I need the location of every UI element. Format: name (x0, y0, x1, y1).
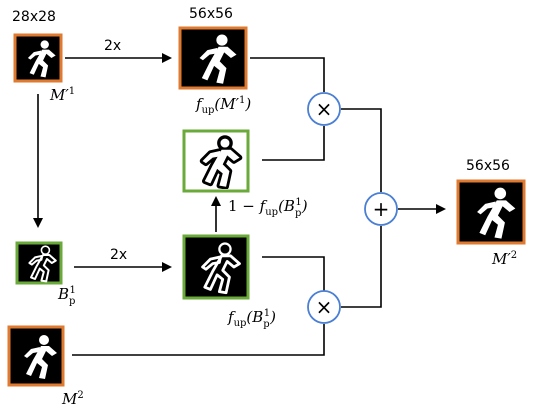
label-one-minus-fup-b: 1 − fup(Bp1) (228, 197, 308, 219)
multiply-op-top: × (307, 92, 341, 126)
thumb-inverse-mask (182, 129, 250, 193)
svg-text:×: × (316, 295, 333, 319)
svg-text:×: × (316, 97, 333, 121)
line-top-to-mult (250, 57, 325, 92)
label-fup-b: fup(Bp1) (227, 308, 276, 330)
line-inverse-to-mult (262, 126, 325, 161)
thumb-b-p1 (15, 241, 63, 285)
line-fupb-to-mult (262, 256, 325, 291)
add-op: + (364, 192, 398, 226)
label-fup-m1: fup(M′1) (195, 95, 251, 116)
size-label-56-out: 56x56 (466, 158, 510, 174)
line-mult-bottom-to-add (341, 226, 382, 308)
thumb-m2 (7, 325, 65, 387)
connectors (33, 53, 446, 356)
thumb-m1 (13, 33, 63, 83)
size-label-56-top: 56x56 (189, 6, 233, 22)
label-m2-prime: M′2 (491, 250, 517, 268)
label-b-p1: Bp1 (57, 285, 76, 307)
thumb-fup-m1 (178, 26, 248, 90)
upsample-label-mid: 2x (110, 247, 127, 263)
line-mult-top-to-add (341, 108, 382, 192)
multiply-op-bottom: × (307, 290, 341, 324)
thumb-fup-b (182, 234, 250, 300)
label-m1-prime: M′1 (49, 86, 75, 104)
upsample-label-top: 2x (104, 38, 121, 54)
line-m2-to-mult (72, 324, 325, 356)
label-m2: M2 (61, 390, 84, 408)
thumb-m2-prime (456, 179, 526, 245)
svg-text:+: + (373, 197, 390, 221)
size-label-28: 28x28 (12, 9, 56, 25)
